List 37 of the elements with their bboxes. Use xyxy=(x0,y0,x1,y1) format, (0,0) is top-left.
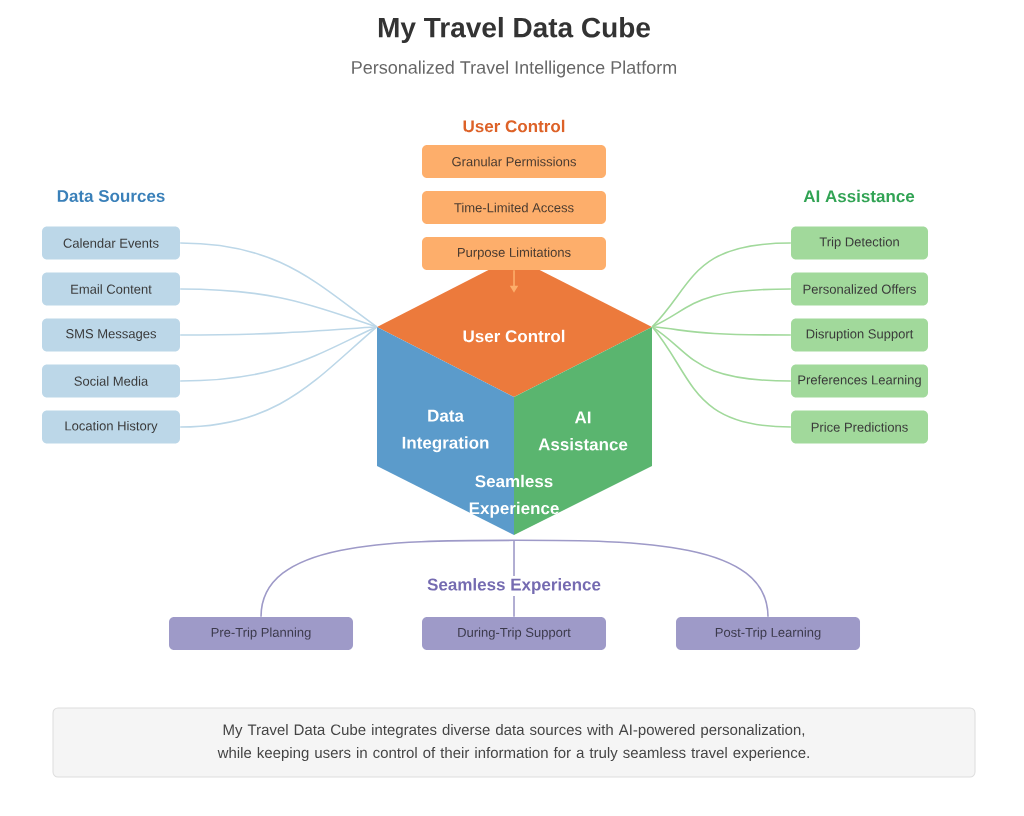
rounded-box: Time-Limited Access xyxy=(422,191,606,224)
group-heading: User Control xyxy=(460,117,568,135)
connector-line xyxy=(179,326,378,382)
connector-line xyxy=(513,539,769,618)
connector-line xyxy=(651,326,792,428)
rounded-box: Trip Detection xyxy=(791,226,928,260)
connector-line xyxy=(179,326,378,428)
group-heading: AI Assistance xyxy=(801,187,917,205)
connector-line xyxy=(651,326,792,382)
connector-line xyxy=(260,539,515,618)
rounded-box: Pre-Trip Planning xyxy=(169,617,353,650)
rounded-box: Personalized Offers xyxy=(791,272,928,306)
group-heading: Data Sources xyxy=(54,188,168,204)
rounded-box: Purpose Limitations xyxy=(422,237,606,270)
subtitle: Personalized Travel Intelligence Platform xyxy=(348,58,680,80)
connector-line xyxy=(651,242,792,328)
summary-box: My Travel Data Cube integrates diverse data sources with AI-powered personalization, while keeping users in control of their information for a truly seamless travel experience. xyxy=(52,707,976,778)
group-heading: Seamless Experience xyxy=(425,576,603,596)
connector-line xyxy=(179,326,378,336)
rounded-box: Social Media xyxy=(42,364,180,398)
rounded-box: Email Content xyxy=(42,272,180,306)
title: My Travel Data Cube xyxy=(378,16,650,44)
rounded-box: During-Trip Support xyxy=(422,617,606,650)
cube-face: User Control xyxy=(377,257,652,397)
connector-line xyxy=(651,326,792,336)
rounded-box: Price Predictions xyxy=(791,410,928,444)
rounded-box: Calendar Events xyxy=(42,226,180,260)
rounded-box: SMS Messages xyxy=(42,318,180,352)
rounded-box: Disruption Support xyxy=(791,318,928,352)
connector-line xyxy=(651,288,792,328)
rounded-box: Post-Trip Learning xyxy=(676,617,860,650)
connector-line xyxy=(179,242,378,328)
connector-line xyxy=(179,288,378,328)
cube-label: Seamless Experience xyxy=(469,474,559,518)
rounded-box: Granular Permissions xyxy=(422,145,606,178)
rounded-box: Location History xyxy=(42,410,180,444)
rounded-box: Preferences Learning xyxy=(791,364,928,398)
